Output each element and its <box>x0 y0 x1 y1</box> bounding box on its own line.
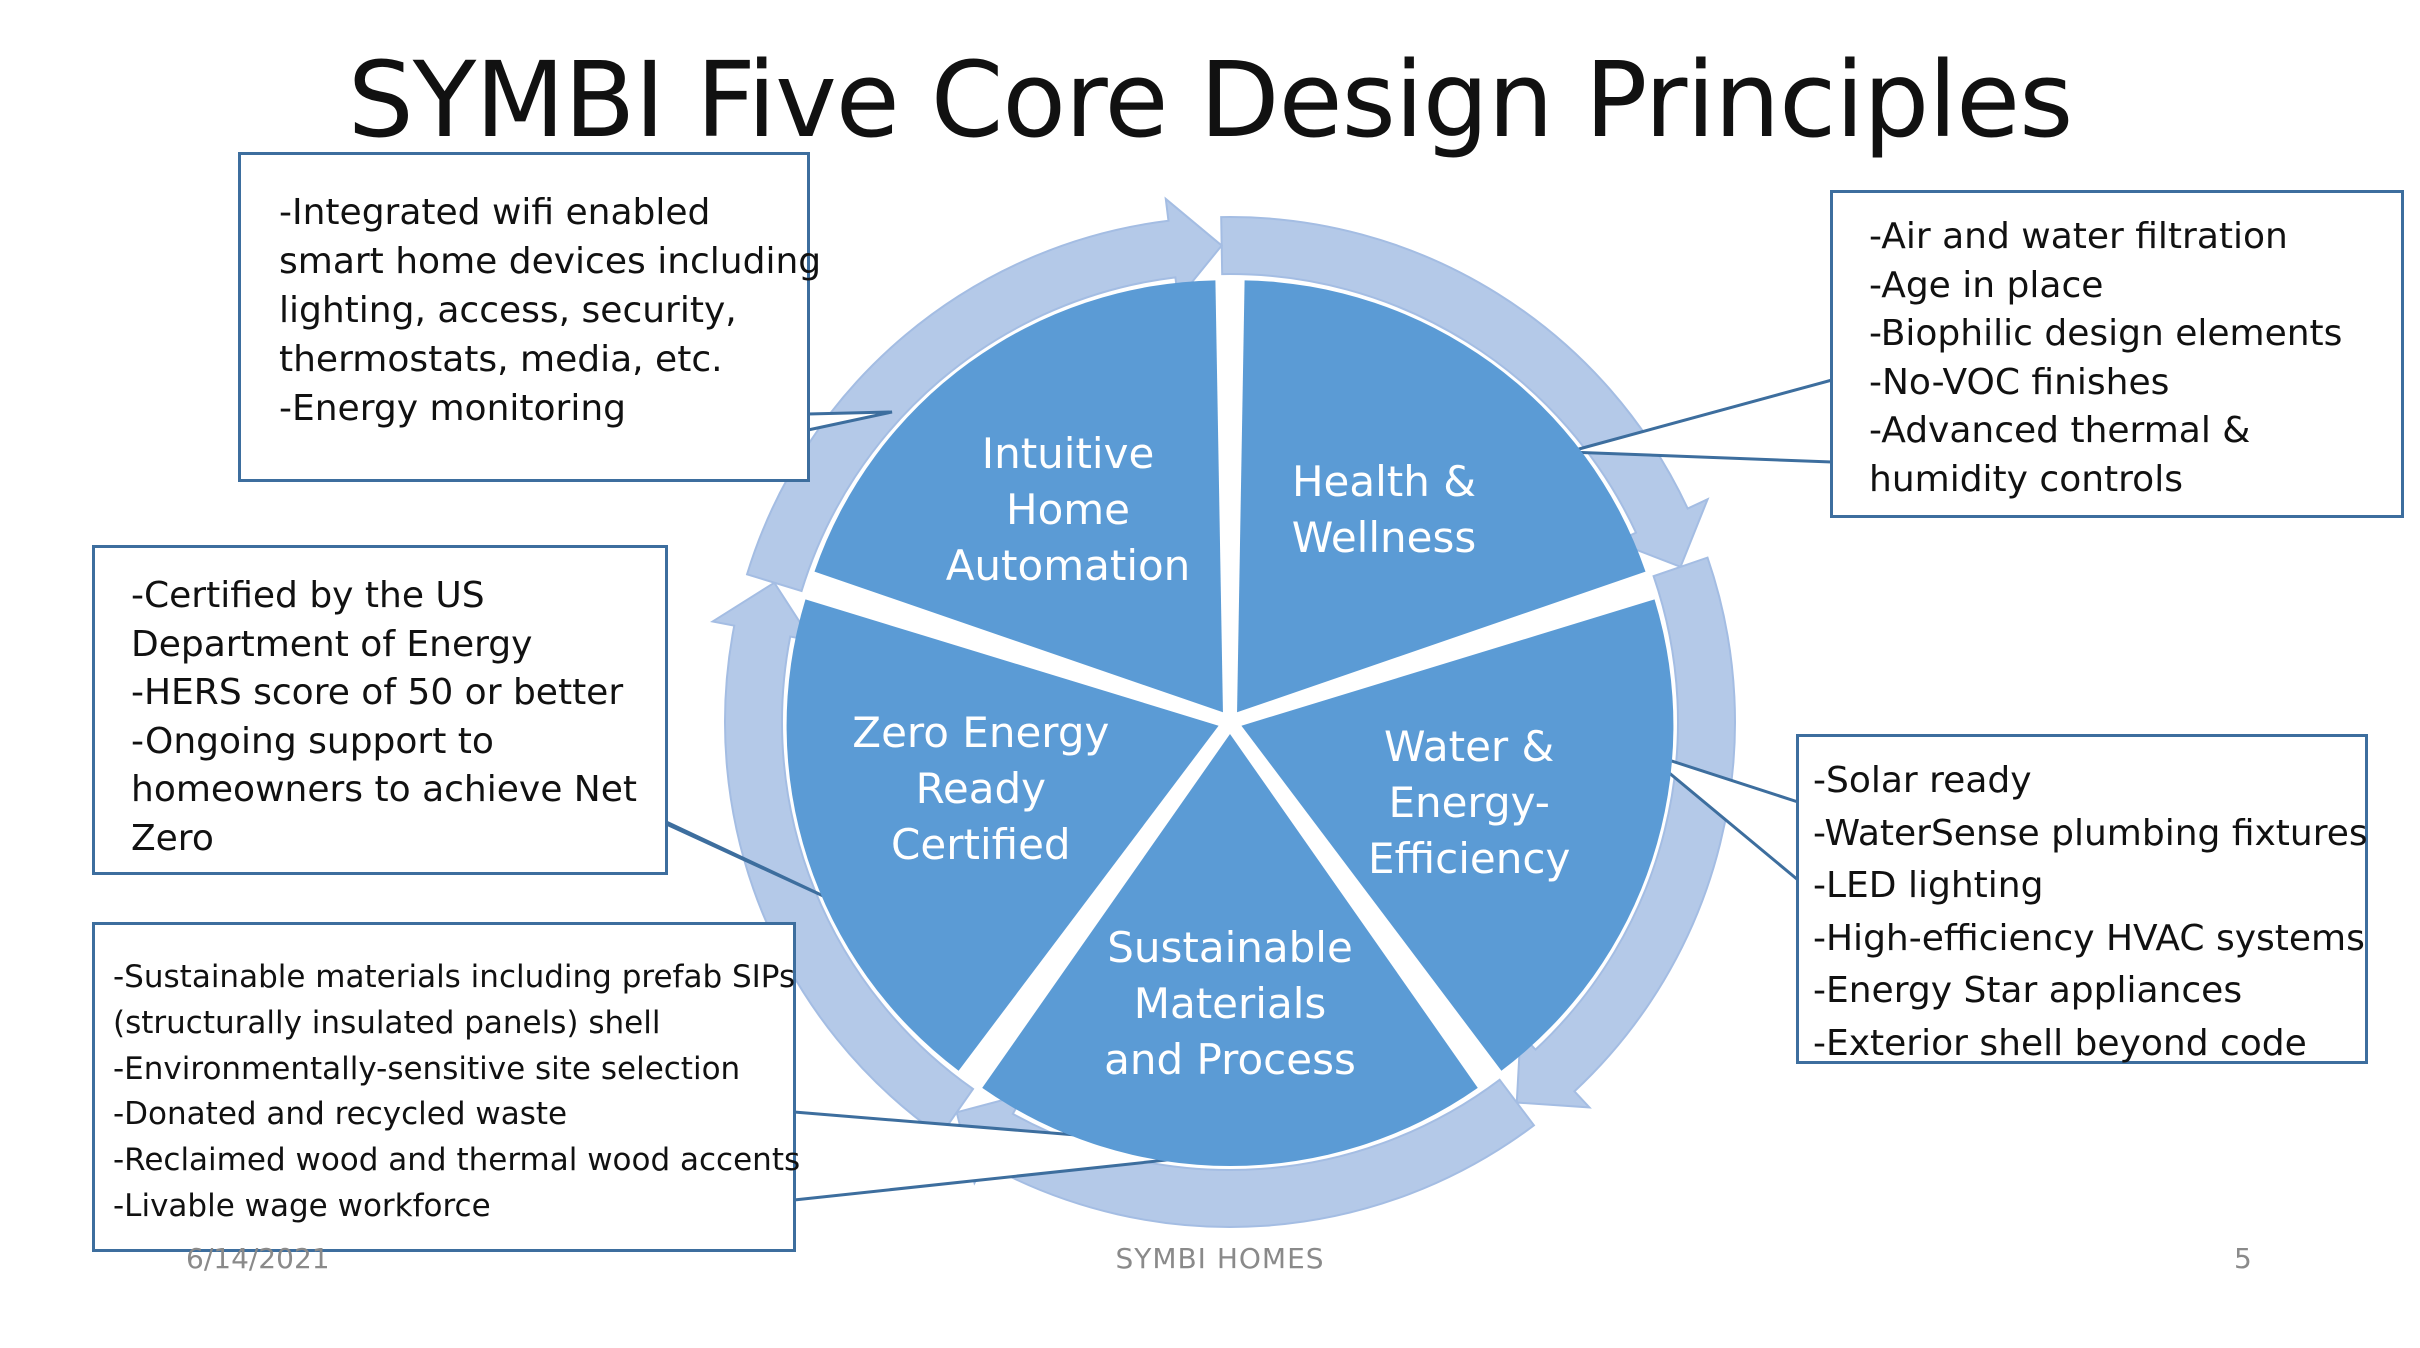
connector-fill-5 <box>794 1112 1260 1200</box>
callout-line: -Solar ready <box>1813 760 2032 801</box>
principle-segment-4 <box>982 734 1478 1166</box>
footer-company: SYMBI HOMES <box>1115 1242 1325 1275</box>
principle-label-line: Energy- <box>1388 778 1549 827</box>
sustainable-callout: -Sustainable materials including prefab … <box>92 922 801 1252</box>
callout-line: -Energy monitoring <box>279 388 626 429</box>
callout-line: Department of Energy <box>131 623 533 665</box>
principle-label-line: Health & <box>1292 457 1476 506</box>
callout-line: -WaterSense plumbing fixtures <box>1813 812 2368 854</box>
water-energy-callout: -Solar ready -WaterSense plumbing fixture… <box>1796 734 2368 1064</box>
connector-line-1 <box>807 410 893 432</box>
callout-line: Zero <box>131 817 214 859</box>
callout-line: homeowners to achieve Net <box>131 769 637 810</box>
callout-line: -Certified by the US <box>131 575 485 616</box>
zero-energy-callout: -Certified by the US Department of Energy… <box>92 545 668 875</box>
principle-segment-3 <box>1241 599 1674 1071</box>
callout-line: -Sustainable materials including prefab … <box>113 959 796 995</box>
callout-line: humidity controls <box>1869 458 2183 500</box>
connector-fill-2 <box>1568 380 1832 462</box>
callout-line: (structurally insulated panels) shell <box>113 1004 661 1041</box>
principle-segment-1 <box>814 280 1223 713</box>
principle-label-line: Water & <box>1384 722 1554 771</box>
ring-arrow-5 <box>745 196 1224 593</box>
principle-label-line: Wellness <box>1292 513 1476 562</box>
callout-line: thermostats, media, etc. <box>279 339 723 380</box>
principle-label-line: Certified <box>891 820 1071 869</box>
callout-line: -Age in place <box>1869 264 2104 306</box>
callout-line: -Energy Star appliances <box>1813 970 2243 1011</box>
principle-label-2: Health & Wellness <box>1292 457 1476 562</box>
callout-line: -Reclaimed wood and thermal wood accents <box>113 1142 801 1179</box>
callout-line: -Integrated wifi enabled <box>279 192 711 233</box>
automation-callout: -Integrated wifi enabled smart home devic… <box>238 152 822 482</box>
ring-arrow-2 <box>1515 556 1736 1109</box>
principle-label-line: Ready <box>916 764 1046 813</box>
callout-line: -Environmentally-sensitive site selectio… <box>113 1050 741 1087</box>
callout-line: lighting, access, security, <box>279 290 737 331</box>
principle-label-line: Automation <box>946 541 1191 590</box>
callout-line: -Exterior shell beyond code <box>1813 1022 2307 1064</box>
principle-segment-5 <box>786 599 1219 1071</box>
principle-label-line: Sustainable <box>1107 923 1353 972</box>
callout-line: -High-efficiency HVAC systems <box>1813 917 2365 959</box>
callout-line: -Ongoing support to <box>131 720 494 762</box>
principle-label-line: Efficiency <box>1368 834 1570 883</box>
ring-arrow-1 <box>1220 216 1710 569</box>
callout-line: -Biophilic design elements <box>1869 313 2343 354</box>
principle-label-line: Zero Energy <box>852 708 1109 757</box>
principle-label-line: Home <box>1006 485 1130 534</box>
callout-line: -Air and water filtration <box>1869 216 2288 257</box>
footer-page-number: 5 <box>2234 1242 2252 1275</box>
footer-date: 6/14/2021 <box>186 1242 330 1275</box>
callout-line: -HERS score of 50 or better <box>131 672 624 713</box>
ring-arrow-4 <box>710 581 975 1138</box>
health-callout: -Air and water filtration -Age in place -B… <box>1830 190 2404 518</box>
callout-line: -Donated and recycled waste <box>113 1096 568 1133</box>
callout-line: -LED lighting <box>1813 865 2044 906</box>
slide-title: SYMBI Five Core Design Principles <box>347 39 2074 161</box>
principle-segments <box>786 280 1674 1166</box>
callout-line: -Advanced thermal & <box>1869 410 2251 451</box>
cycle-arrow-ring <box>710 196 1736 1228</box>
callout-line: smart home devices including <box>279 241 822 282</box>
callout-line: -Livable wage workforce <box>113 1187 491 1224</box>
principle-label-line: and Process <box>1104 1035 1356 1084</box>
principle-label-line: Materials <box>1134 979 1327 1028</box>
callout-line: -No-VOC finishes <box>1869 361 2170 403</box>
principle-label-line: Intuitive <box>982 429 1155 478</box>
principle-segment-2 <box>1237 280 1646 713</box>
principle-label-3: Water & Energy- Efficiency <box>1368 722 1570 883</box>
